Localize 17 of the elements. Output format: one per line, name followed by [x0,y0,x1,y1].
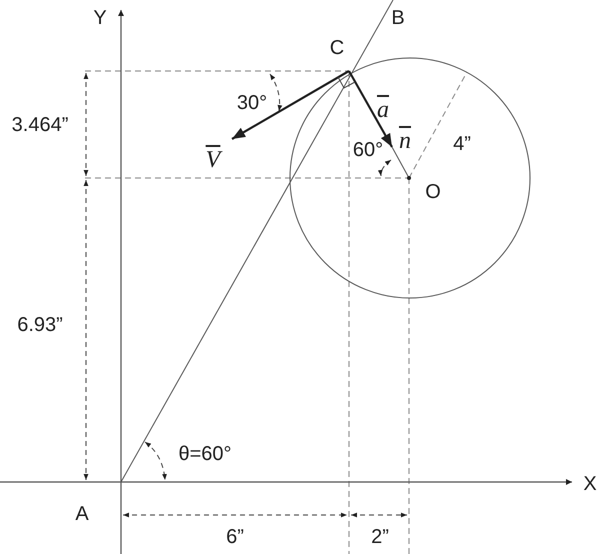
vector-label: V [206,148,220,172]
point-label: C [330,38,344,58]
point-label: O [425,182,441,202]
vector-label: n [399,129,411,153]
point-label: A [75,504,89,524]
axis-label: Y [93,8,107,28]
angle-label: θ=60° [178,444,232,464]
dimension-label: 6.93” [17,315,63,335]
dimension-label: 6” [226,527,244,547]
angle-label: 60° [352,140,384,160]
axis-label: X [583,474,597,494]
dimension-label: 2” [371,527,389,547]
dimension-label: 3.464” [12,115,68,135]
vector-label: a [377,98,389,122]
dimension-label: 4” [453,134,471,154]
angle-label: 30° [236,93,268,113]
point-label: B [391,8,405,28]
